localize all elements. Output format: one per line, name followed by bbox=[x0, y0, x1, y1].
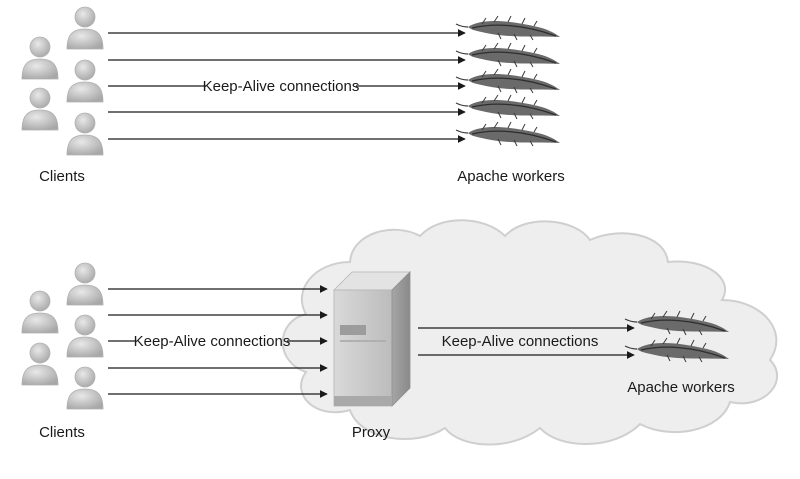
apache-feather-icon bbox=[455, 94, 561, 120]
client-person-icon bbox=[21, 290, 59, 334]
client-person-icon bbox=[66, 112, 104, 156]
client-person-icon bbox=[66, 59, 104, 103]
apache-feather-icon bbox=[455, 42, 561, 68]
client-person-icon bbox=[21, 36, 59, 80]
top-panel: Clients Keep-Alive connections Apache wo… bbox=[21, 6, 565, 185]
client-person-icon bbox=[66, 6, 104, 50]
proxy-to-worker-arrows bbox=[418, 324, 635, 359]
top-connections-label: Keep-Alive connections bbox=[203, 78, 360, 95]
top-clients-group bbox=[21, 6, 104, 156]
proxy-label: Proxy bbox=[352, 424, 391, 441]
client-to-proxy-arrows bbox=[108, 285, 328, 398]
top-workers-label: Apache workers bbox=[457, 168, 565, 185]
client-person-icon bbox=[66, 366, 104, 410]
apache-feather-icon bbox=[455, 15, 561, 41]
worker-connections-label: Keep-Alive connections bbox=[442, 333, 599, 350]
bottom-clients-label: Clients bbox=[39, 424, 85, 441]
top-clients-label: Clients bbox=[39, 168, 85, 185]
client-connections-label: Keep-Alive connections bbox=[134, 333, 291, 350]
client-person-icon bbox=[21, 87, 59, 131]
apache-feather-icon bbox=[455, 68, 561, 94]
top-workers-group bbox=[455, 15, 561, 147]
client-person-icon bbox=[66, 314, 104, 358]
client-person-icon bbox=[21, 342, 59, 386]
apache-feather-icon bbox=[455, 121, 561, 147]
bottom-panel: Clients Keep-Alive connections Proxy Kee… bbox=[21, 219, 779, 446]
client-person-icon bbox=[66, 262, 104, 306]
bottom-workers-label: Apache workers bbox=[627, 379, 735, 396]
top-connection-arrows bbox=[108, 29, 466, 143]
proxy-server-icon bbox=[333, 271, 411, 407]
bottom-clients-group bbox=[21, 262, 104, 410]
